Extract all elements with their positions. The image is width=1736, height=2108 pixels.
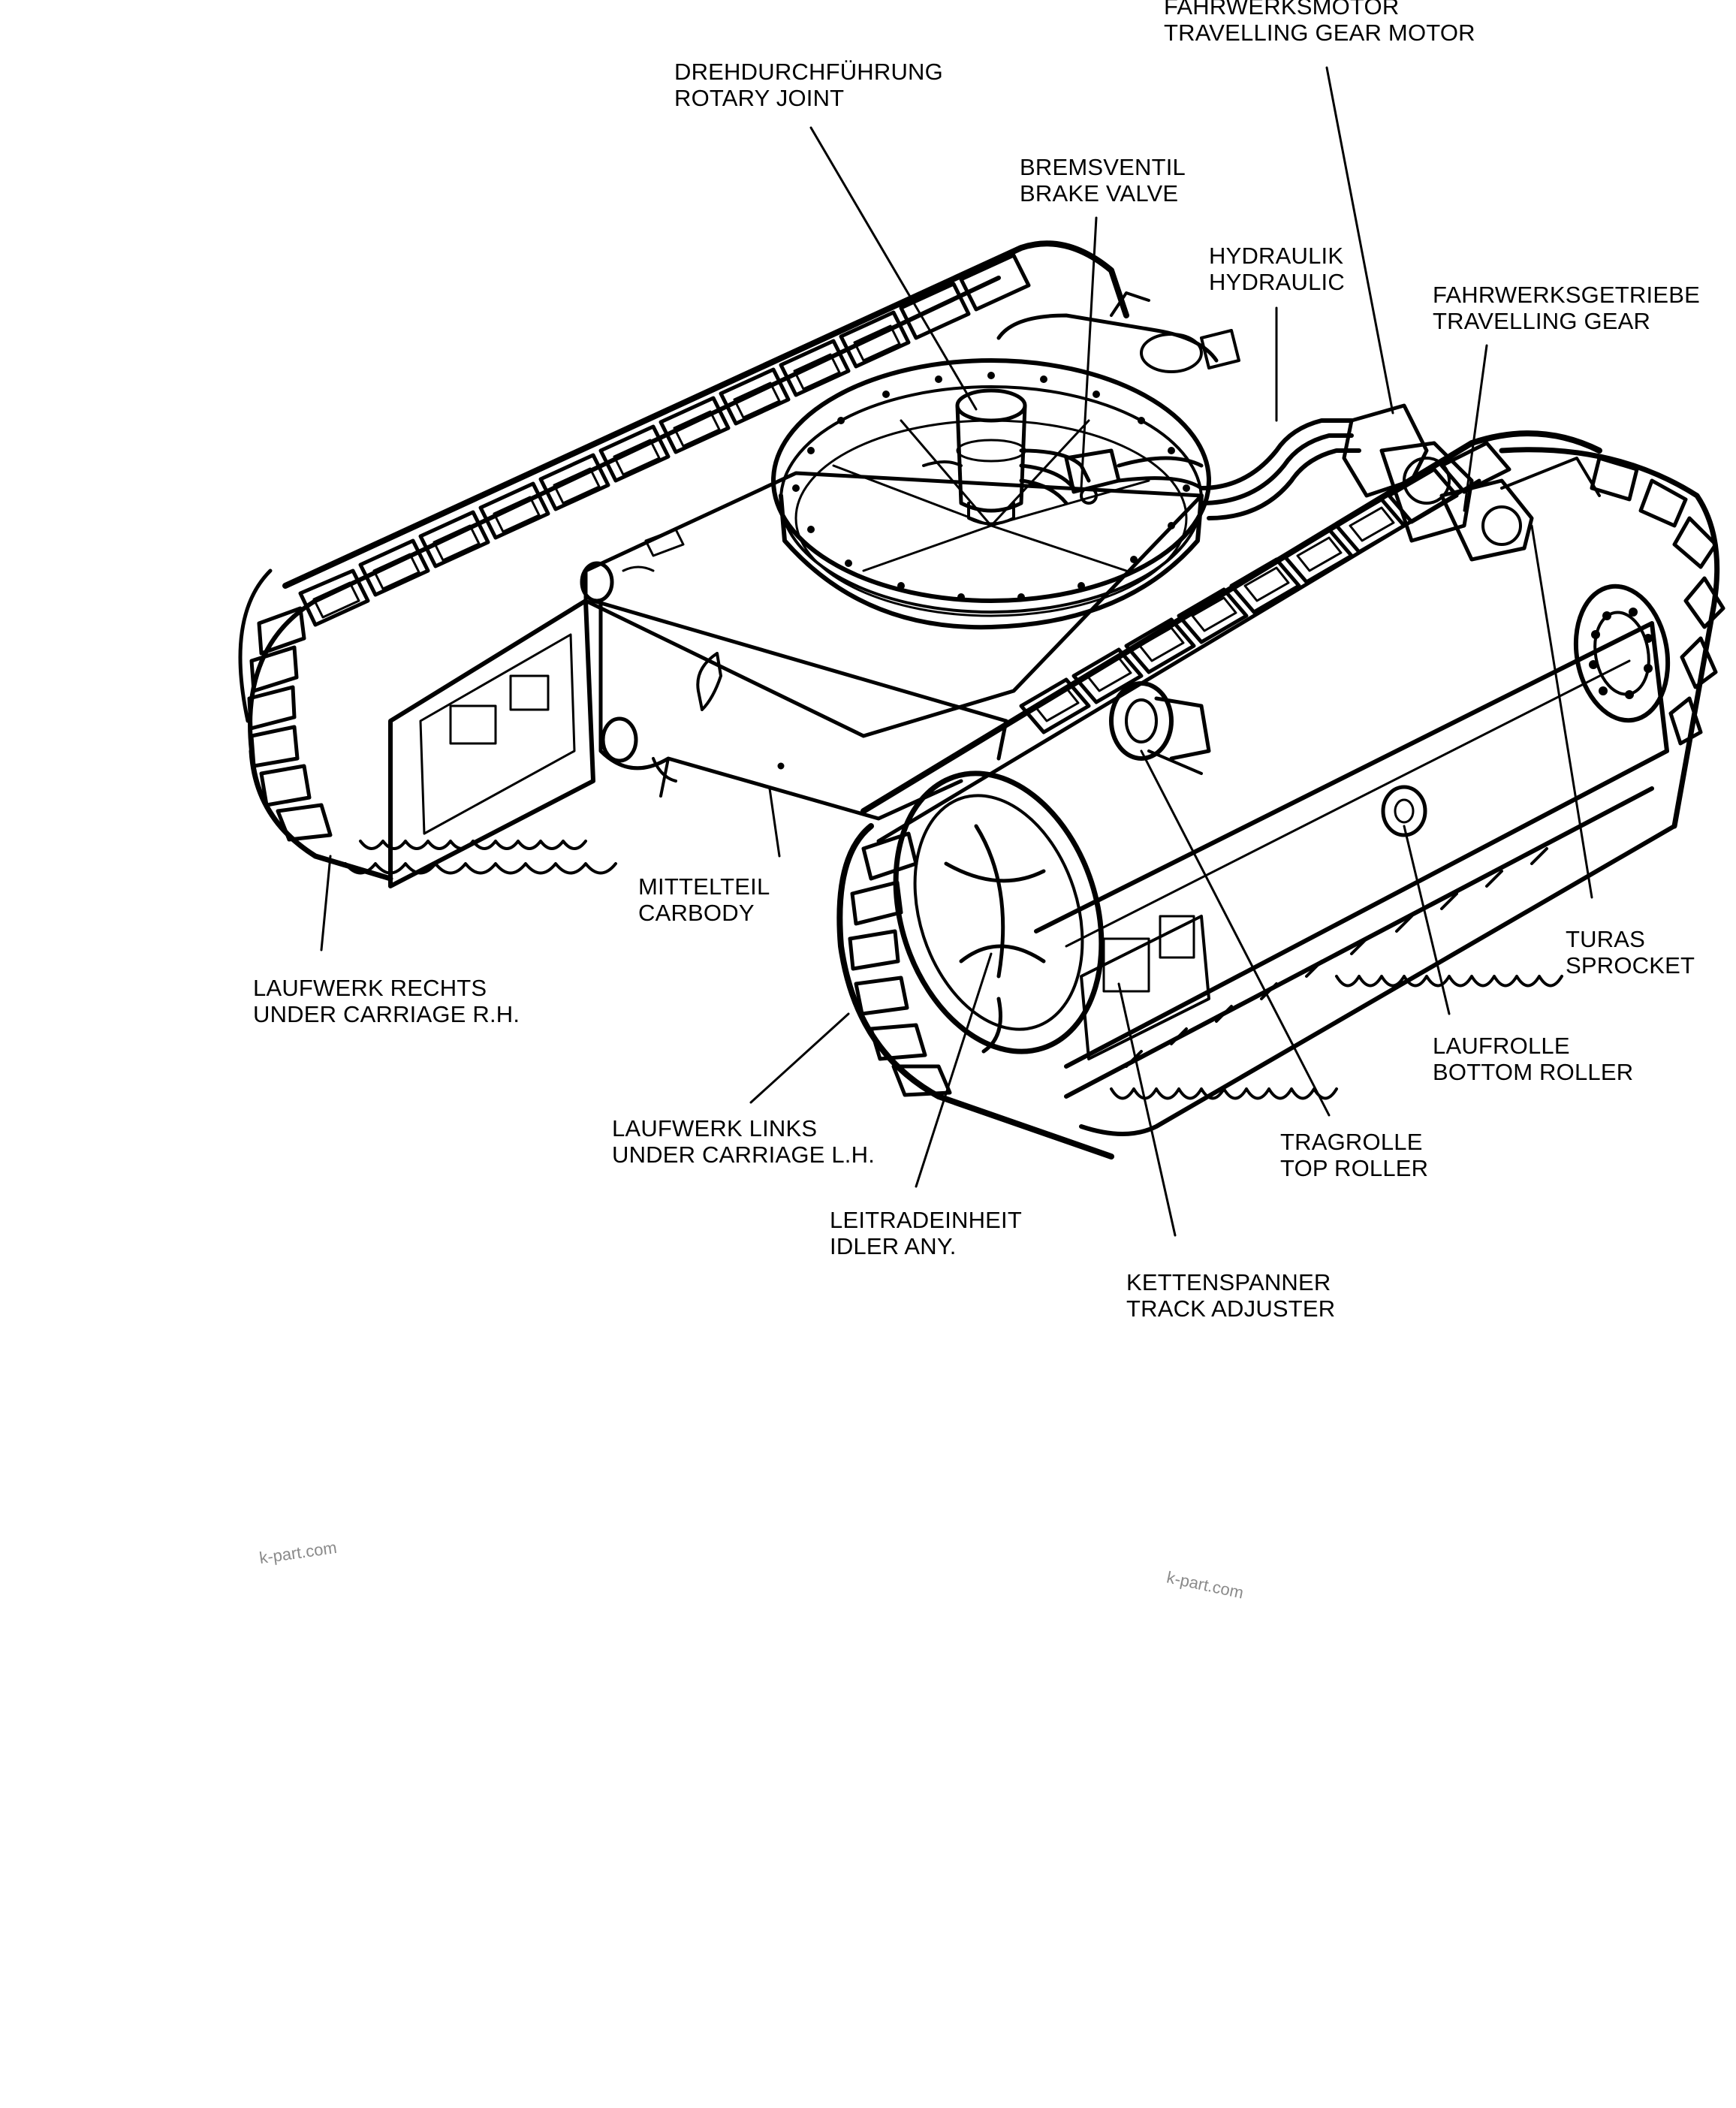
label-de: LAUFROLLE [1433,1033,1570,1059]
label-top-roller: TRAGROLLE TOP ROLLER [1280,1129,1428,1181]
rotary-joint [922,388,1091,526]
hydraulic-lines [1199,418,1361,520]
label-en: SPROCKET [1566,952,1695,979]
rear-travel-motor [996,291,1240,373]
label-de: TRAGROLLE [1280,1129,1423,1155]
label-en: TOP ROLLER [1280,1155,1429,1181]
label-en: CARBODY [638,900,755,926]
label-de: HYDRAULIK [1209,243,1344,269]
label-bottom-roller: LAUFROLLE BOTTOM ROLLER [1433,1033,1633,1085]
label-en: TRAVELLING GEAR [1433,308,1651,334]
label-en: TRACK ADJUSTER [1126,1295,1336,1322]
label-en: UNDER CARRIAGE R.H. [253,1001,520,1027]
label-en: ROTARY JOINT [674,85,845,111]
label-de: KETTENSPANNER [1126,1269,1331,1295]
label-carbody: MITTELTEIL CARBODY [638,873,770,926]
label-de: BREMSVENTIL [1020,154,1186,180]
label-rotary-joint: DREHDURCHFÜHRUNG ROTARY JOINT [674,59,943,111]
label-idler: LEITRADEINHEIT IDLER ANY. [830,1207,1022,1259]
label-de: LAUFWERK RECHTS [253,975,487,1001]
label-en: BOTTOM ROLLER [1433,1059,1634,1085]
label-de: TURAS [1566,926,1646,952]
label-en: HYDRAULIC [1209,269,1345,295]
label-brake-valve: BREMSVENTIL BRAKE VALVE [1020,154,1186,207]
label-de: DREHDURCHFÜHRUNG [674,59,943,85]
carbody [583,471,1204,821]
bottom-roller [1381,785,1427,837]
label-de: FAHRWERKSGETRIEBE [1433,282,1700,308]
leader-lines [320,66,1593,1237]
label-de: FAHRWERKSMOTOR [1164,0,1400,20]
label-hydraulic: HYDRAULIK HYDRAULIC [1209,243,1345,295]
top-roller [1109,681,1211,775]
label-under-carriage-lh: LAUFWERK LINKS UNDER CARRIAGE L.H. [612,1115,875,1168]
track-right [238,240,1129,888]
label-en: IDLER ANY. [830,1233,957,1259]
rh-front-roller [580,561,638,763]
travelling-gear [1342,403,1601,562]
label-sprocket: TURAS SPROCKET [1566,926,1695,979]
label-de: MITTELTEIL [638,873,770,900]
brake-valve [1064,448,1204,505]
label-travelling-gear: FAHRWERKSGETRIEBE TRAVELLING GEAR [1433,282,1700,334]
label-en: BRAKE VALVE [1020,180,1179,207]
label-en: UNDER CARRIAGE L.H. [612,1141,876,1168]
label-de: LAUFWERK LINKS [612,1115,818,1141]
label-de: LEITRADEINHEIT [830,1207,1023,1233]
label-track-adjuster: KETTENSPANNER TRACK ADJUSTER [1126,1269,1335,1322]
label-under-carriage-rh: LAUFWERK RECHTS UNDER CARRIAGE R.H. [253,975,520,1027]
label-en: TRAVELLING GEAR MOTOR [1164,20,1475,46]
label-travelling-gear-motor: FAHRWERKSMOTOR TRAVELLING GEAR MOTOR [1164,0,1475,46]
